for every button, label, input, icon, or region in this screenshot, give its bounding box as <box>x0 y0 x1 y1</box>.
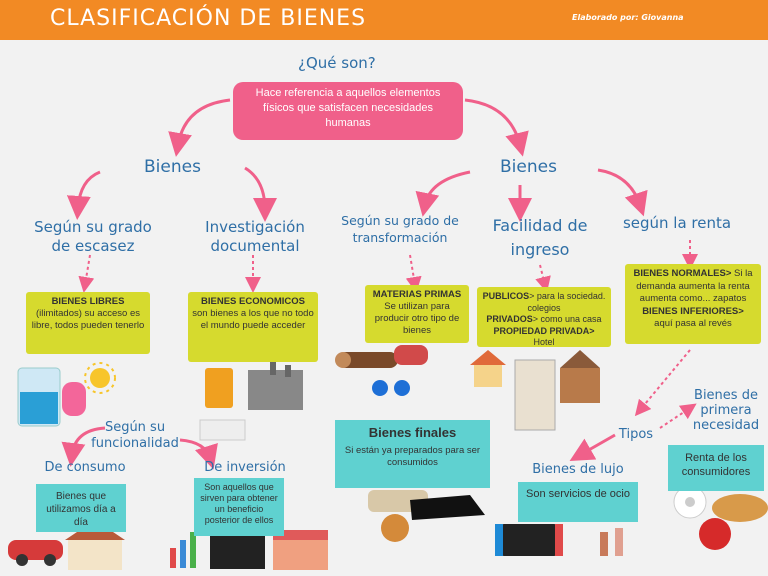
escasez-heading-line2: de escasez <box>51 237 135 255</box>
privados-term: PRIVADOS <box>486 314 533 324</box>
privados-line: PRIVADOS> como una casa <box>481 314 607 326</box>
transformacion-heading-line1: Según su grado de <box>341 213 459 228</box>
author-credit: Elaborado por: Giovanna <box>572 13 684 22</box>
bienes-economicos-term: BIENES ECONOMICOS <box>201 296 305 307</box>
raw-materials-icon <box>335 345 428 396</box>
inferiores-text: aquí pasa al revés <box>654 318 732 329</box>
publicos-text: > para la sociedad. colegios <box>527 291 606 313</box>
transformacion-heading: Según su grado de transformación <box>335 212 465 246</box>
tipos-label: Tipos <box>618 427 654 442</box>
primera-heading-line2: primera <box>700 403 752 418</box>
primera-heading-line3: necesidad <box>692 418 760 433</box>
primera-necesidad-box: Renta de los consumidores <box>668 445 764 491</box>
normales-text: Si la demanda aumenta la renta aumenta c… <box>636 268 753 304</box>
bienes-libres-box: BIENES LIBRES (ilimitados) su acceso es … <box>26 292 150 354</box>
materias-primas-box: MATERIAS PRIMAS Se utilizan para produci… <box>365 285 469 343</box>
renta-box: BIENES NORMALES> Si la demanda aumenta l… <box>625 264 761 344</box>
bienes-libres-text: (ilimitados) su acceso es libre, todos p… <box>31 308 145 331</box>
bienes-libres-term: BIENES LIBRES <box>51 296 125 307</box>
escasez-heading: Según su grado de escasez <box>28 218 158 256</box>
investigacion-heading-line1: Investigación <box>205 218 305 236</box>
consumo-box: Bienes que utilizamos día a día <box>36 484 126 532</box>
propiedad-term: PROPIEDAD PRIVADA> <box>493 325 595 336</box>
lujo-heading: Bienes de lujo <box>532 462 624 477</box>
final-goods-icon <box>368 490 485 542</box>
publicos-term: PUBLICOS <box>482 291 530 301</box>
inversion-box: Son aquellos que sirven para obtener un … <box>194 478 284 536</box>
right-bienes-heading: Bienes <box>500 157 557 177</box>
question-heading: ¿Qué son? <box>298 54 376 72</box>
primera-heading-line1: Bienes de <box>694 388 758 403</box>
buildings-icon <box>470 350 600 431</box>
publicos-line: PUBLICOS> para la sociedad. colegios <box>481 291 607 314</box>
sun-icon <box>84 362 116 394</box>
lujo-box: Son servicios de ocio <box>518 482 638 522</box>
ingreso-box: PUBLICOS> para la sociedad. colegios PRI… <box>477 287 611 347</box>
bienes-economicos-text: son bienes a los que no todo el mundo pu… <box>192 308 314 331</box>
funcionalidad-heading-line2: funcionalidad <box>91 436 179 451</box>
investigacion-heading-line2: documental <box>210 237 300 255</box>
inferiores-term: BIENES INFERIORES> <box>642 305 744 317</box>
luxury-icon <box>495 524 623 556</box>
water-glass-icon <box>17 367 61 427</box>
car-house-icon <box>8 520 125 570</box>
ingreso-heading-line2: ingreso <box>510 240 570 259</box>
materias-primas-text: Se utilizan para producir otro tipo de b… <box>374 301 460 336</box>
basic-goods-icon <box>673 485 768 550</box>
normales-term: BIENES NORMALES> <box>633 268 732 279</box>
bienes-finales-box: Bienes finales Si están ya preparados pa… <box>335 420 490 488</box>
investment-icon <box>170 530 328 570</box>
ingreso-heading-line1: Facilidad de <box>492 216 588 235</box>
escasez-heading-line1: Según su grado <box>34 218 152 236</box>
normales-line: BIENES NORMALES> Si la demanda aumenta l… <box>629 268 757 306</box>
inversion-heading: De inversión <box>204 460 286 475</box>
transformacion-heading-line2: transformación <box>352 230 448 245</box>
bienes-economicos-box: BIENES ECONOMICOS son bienes a los que n… <box>188 292 318 362</box>
page-title: CLASIFICACIÓN DE BIENES <box>50 6 367 31</box>
primera-necesidad-heading: Bienes de primera necesidad <box>684 388 768 433</box>
consumo-heading: De consumo <box>44 460 126 475</box>
header-bar <box>0 0 768 40</box>
gas-icon <box>62 382 86 416</box>
funcionalidad-heading-line1: Según su <box>104 420 166 435</box>
definition-box: Hace referencia a aquellos elementos fís… <box>233 82 463 140</box>
ingreso-heading: Facilidad de ingreso <box>478 214 602 262</box>
bienes-finales-text: Si están ya preparados para ser consumid… <box>344 445 481 468</box>
investigacion-heading: Investigación documental <box>195 218 315 256</box>
left-bienes-heading: Bienes <box>144 157 201 177</box>
factory-icon <box>199 355 303 441</box>
funcionalidad-heading: Según su funcionalidad <box>85 420 185 452</box>
privados-text: > como una casa <box>532 314 602 324</box>
propiedad-text: Hotel <box>533 337 555 347</box>
renta-heading: según la renta <box>622 214 732 232</box>
materias-primas-term: MATERIAS PRIMAS <box>372 289 462 300</box>
bienes-finales-heading: Bienes finales <box>368 425 457 440</box>
